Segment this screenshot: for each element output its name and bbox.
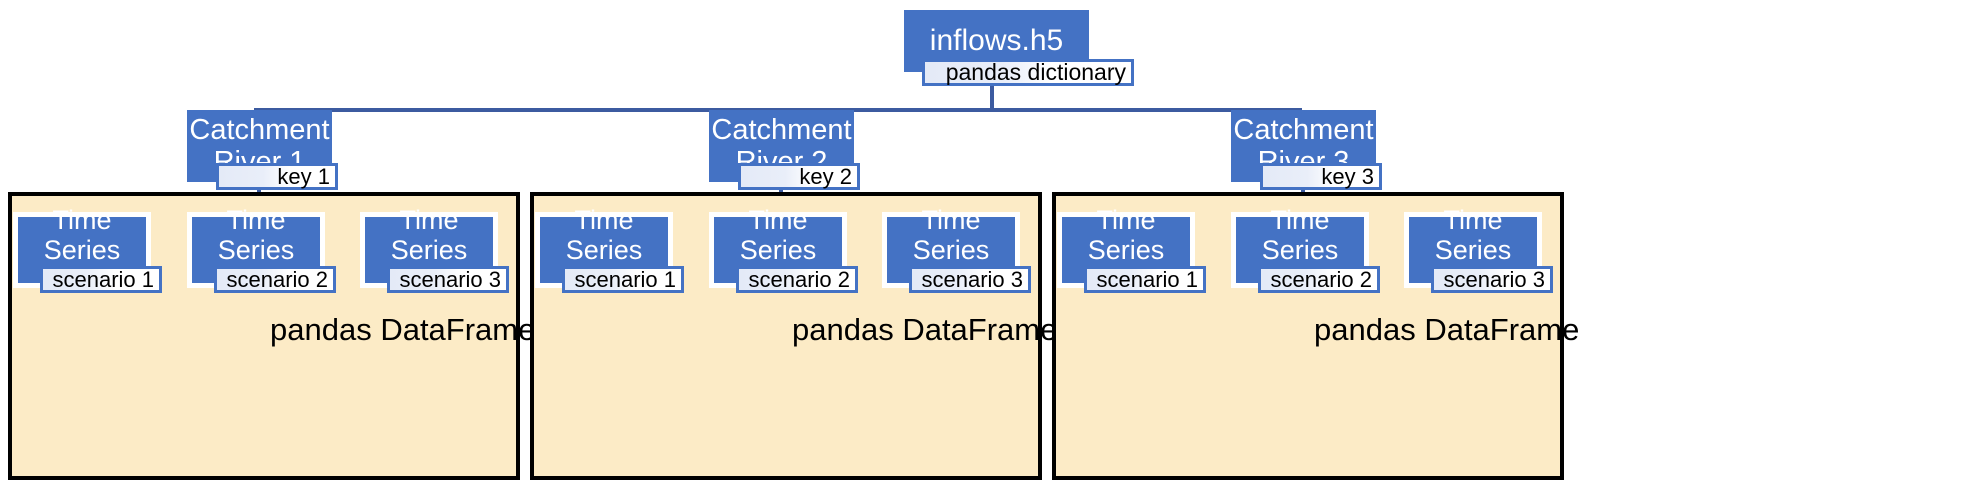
connector-root-down xyxy=(990,82,994,110)
leaf-node-3-3-tag-scenario[interactable]: scenario 3 xyxy=(1431,266,1553,293)
branch-node-3-tag-key[interactable]: key 3 xyxy=(1260,163,1382,190)
leaf-node-1-1-label: Time Series 1 xyxy=(43,204,121,295)
leaf-node-1-2-tag-label: scenario 2 xyxy=(226,266,328,292)
branch-node-1-label: Catchment River 1 xyxy=(189,113,330,178)
leaf-node-2-1-tag-scenario[interactable]: scenario 1 xyxy=(562,266,684,293)
root-node-label: inflows.h5 xyxy=(929,24,1064,58)
leaf-node-1-1-tag-label: scenario 1 xyxy=(52,266,154,292)
branch-node-2-tag-label: key 2 xyxy=(799,163,852,189)
root-node-tag-pandas-dictionary[interactable]: pandas dictionary xyxy=(922,59,1134,86)
root-node-tag-label: pandas dictionary xyxy=(945,59,1126,85)
leaf-node-1-3-tag-label: scenario 3 xyxy=(399,266,501,292)
dataframe-caption-2: pandas DataFrame xyxy=(792,312,1058,347)
leaf-node-2-2-label: Time Series 2 xyxy=(739,204,817,295)
leaf-node-1-1-tag-scenario[interactable]: scenario 1 xyxy=(40,266,162,293)
leaf-node-3-1-tag-scenario[interactable]: scenario 1 xyxy=(1084,266,1206,293)
leaf-node-1-3-tag-scenario[interactable]: scenario 3 xyxy=(387,266,509,293)
leaf-node-2-2-tag-scenario[interactable]: scenario 2 xyxy=(736,266,858,293)
dataframe-caption-1: pandas DataFrame xyxy=(270,312,536,347)
leaf-node-1-3-label: Time Series 3 xyxy=(390,204,468,295)
leaf-node-3-2-tag-scenario[interactable]: scenario 2 xyxy=(1258,266,1380,293)
branch-node-2-tag-key[interactable]: key 2 xyxy=(738,163,860,190)
leaf-node-2-3-tag-label: scenario 3 xyxy=(921,266,1023,292)
leaf-node-2-1-tag-label: scenario 1 xyxy=(574,266,676,292)
leaf-node-3-3-tag-label: scenario 3 xyxy=(1443,266,1545,292)
branch-node-1-tag-key[interactable]: key 1 xyxy=(216,163,338,190)
leaf-node-2-2-tag-label: scenario 2 xyxy=(748,266,850,292)
leaf-node-1-2-label: Time Series 2 xyxy=(217,204,295,295)
leaf-node-2-3-tag-scenario[interactable]: scenario 3 xyxy=(909,266,1031,293)
leaf-node-1-2-tag-scenario[interactable]: scenario 2 xyxy=(214,266,336,293)
branch-node-3-tag-label: key 3 xyxy=(1321,163,1374,189)
leaf-node-3-2-label: Time Series 2 xyxy=(1261,204,1339,295)
dataframe-caption-3: pandas DataFrame xyxy=(1314,312,1580,347)
leaf-node-3-2-tag-label: scenario 2 xyxy=(1270,266,1372,292)
leaf-node-3-1-tag-label: scenario 1 xyxy=(1096,266,1198,292)
branch-node-1-tag-label: key 1 xyxy=(277,163,330,189)
